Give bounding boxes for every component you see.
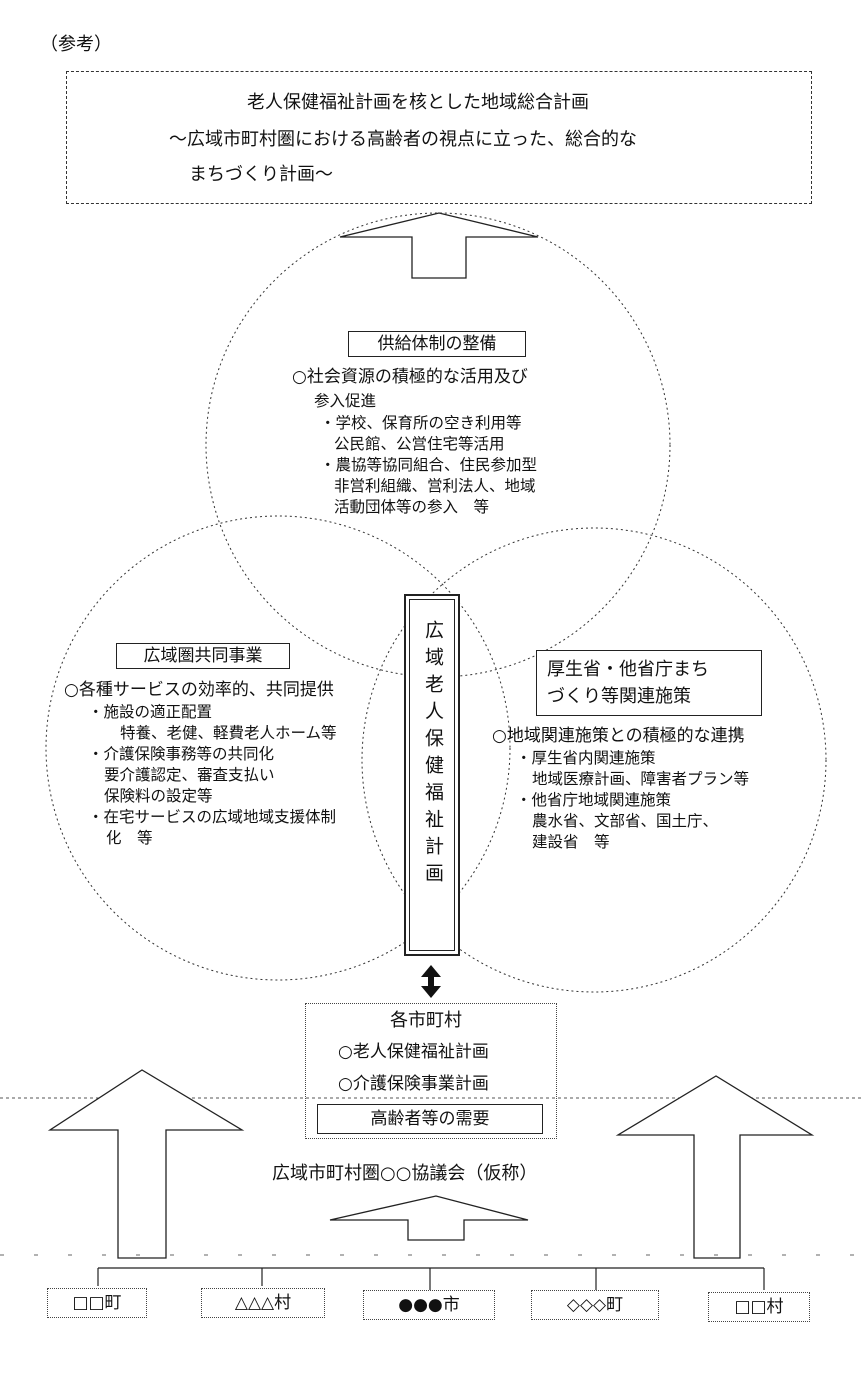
supply-item-3: ・学校、保育所の空き利用等 xyxy=(320,414,522,432)
joint-item-7: ・在宅サービスの広域地域支援体制 xyxy=(88,808,337,826)
related-policy-title-line2: づくり等関連施策 xyxy=(547,686,691,707)
middle-up-arrow xyxy=(329,1195,529,1241)
joint-project-title: 広域圏共同事業 xyxy=(116,643,290,669)
supply-item-2: 参入促進 xyxy=(314,392,377,410)
town-box-5: □□村 xyxy=(708,1292,810,1322)
supply-item-7: 活動団体等の参入 等 xyxy=(334,498,490,516)
top-plan-box: 老人保健福祉計画を核とした地域総合計画 ～広域市町村圏における高齢者の視点に立っ… xyxy=(66,71,812,204)
circle-right xyxy=(361,527,827,993)
related-policy-title: 厚生省・他省庁まち づくり等関連施策 xyxy=(536,650,762,716)
related-item-5: 農水省、文部省、国土庁、 xyxy=(532,812,719,830)
municipal-item-1: ○老人保健福祉計画 xyxy=(338,1042,489,1062)
circle-top xyxy=(205,212,671,678)
council-label: 広域市町村圏○○協議会（仮称） xyxy=(272,1163,538,1184)
connector-lines xyxy=(97,1267,765,1290)
joint-item-5: 要介護認定、審査支払い xyxy=(104,766,275,784)
reference-label: （参考） xyxy=(40,34,112,55)
related-item-6: 建設省 等 xyxy=(532,833,610,851)
municipal-title: 各市町村 xyxy=(390,1010,462,1031)
joint-item-4: ・介護保険事務等の共同化 xyxy=(88,745,275,763)
town-box-1: □□町 xyxy=(47,1288,147,1318)
related-item-4: ・他省庁地域関連施策 xyxy=(516,791,672,809)
related-policy-list: ○地域関連施策との積極的な連携 ・厚生省内関連施策 地域医療計画、障害者プラン等… xyxy=(492,724,749,853)
circle-left xyxy=(45,515,511,981)
joint-project-list: ○各種サービスの効率的、共同提供 ・施設の適正配置 特養、老健、軽費老人ホーム等… xyxy=(64,678,337,849)
supply-item-6: 非営利組織、営利法人、地域 xyxy=(334,477,536,495)
joint-item-2: ・施設の適正配置 xyxy=(88,703,213,721)
town-box-4: ◇◇◇町 xyxy=(531,1290,659,1320)
joint-item-6: 保険料の設定等 xyxy=(104,787,213,805)
left-up-arrow xyxy=(47,1069,245,1259)
supply-system-title: 供給体制の整備 xyxy=(348,331,526,357)
regional-plan-text: 広域老人保健福祉計画 xyxy=(422,620,444,890)
elderly-needs-box: 高齢者等の需要 xyxy=(317,1104,543,1134)
supply-item-5: ・農協等協同組合、住民参加型 xyxy=(320,456,538,474)
top-plan-line2: ～広域市町村圏における高齢者の視点に立った、総合的な xyxy=(169,129,637,150)
related-item-2: ・厚生省内関連施策 xyxy=(516,749,656,767)
right-up-arrow xyxy=(615,1075,815,1259)
related-item-3: 地域医療計画、障害者プラン等 xyxy=(532,770,750,788)
joint-item-8: 化 等 xyxy=(106,829,153,847)
regional-plan-box: 広域老人保健福祉計画 xyxy=(404,594,460,956)
supply-item-4: 公民館、公営住宅等活用 xyxy=(334,435,505,453)
top-plan-line1: 老人保健福祉計画を核とした地域総合計画 xyxy=(247,92,589,113)
related-policy-title-line1: 厚生省・他省庁まち xyxy=(547,659,709,680)
supply-item-1: ○社会資源の積極的な活用及び xyxy=(292,367,528,387)
top-up-arrow xyxy=(339,212,539,279)
top-plan-line3: まちづくり計画～ xyxy=(189,164,333,185)
town-box-3: ●●●市 xyxy=(363,1290,495,1320)
joint-item-3: 特養、老健、軽費老人ホーム等 xyxy=(120,724,337,742)
town-box-2: △△△村 xyxy=(201,1288,325,1318)
municipal-item-2: ○介護保険事業計画 xyxy=(338,1074,489,1094)
double-arrow xyxy=(421,965,441,998)
municipal-box: 各市町村 ○老人保健福祉計画 ○介護保険事業計画 xyxy=(305,1003,557,1139)
related-item-1: ○地域関連施策との積極的な連携 xyxy=(492,726,745,746)
joint-item-1: ○各種サービスの効率的、共同提供 xyxy=(64,680,334,700)
supply-system-list: ○社会資源の積極的な活用及び 参入促進 ・学校、保育所の空き利用等 公民館、公営… xyxy=(292,366,537,518)
